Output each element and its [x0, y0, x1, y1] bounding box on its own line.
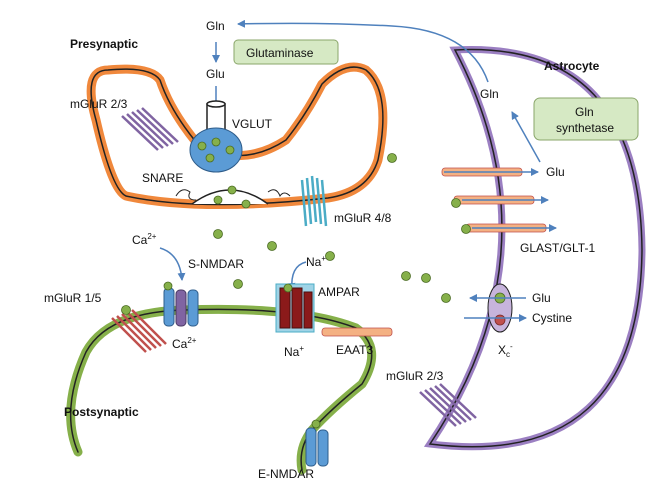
mglur48-label: mGluR 4/8 — [334, 211, 392, 225]
glu-top-label: Glu — [206, 67, 225, 81]
ca-influx-arrow — [159, 247, 186, 281]
gln-synthetase-box — [533, 97, 639, 141]
glutaminase-box — [233, 39, 339, 65]
gln-synthetase-label-1: Gln — [575, 105, 594, 119]
postsynaptic-label: Postsynaptic — [64, 405, 139, 419]
snare-complex-right — [267, 189, 291, 198]
eaat3-label: EAAT3 — [336, 343, 373, 357]
mglur23-bottom-receptor — [419, 383, 477, 427]
ca-top-label: Ca2+ — [132, 232, 157, 247]
glast-glt1-transporters — [441, 167, 557, 234]
ca-bottom-label: Ca2+ — [172, 336, 197, 351]
ampar-receptor — [275, 283, 315, 333]
gln-astrocyte-label: Gln — [480, 87, 499, 101]
cystine-label: Cystine — [532, 311, 572, 325]
glu-glast-label: Glu — [546, 165, 565, 179]
ampar-label: AMPAR — [318, 285, 360, 299]
mglur23-top-receptor — [121, 107, 179, 151]
na-top-label: Na+ — [306, 254, 326, 269]
mglur48-receptor — [300, 175, 328, 227]
snare-complex-left — [175, 189, 197, 201]
eaat3-transporter — [321, 327, 393, 337]
glu-to-gln-arrow — [511, 111, 541, 163]
snare-label: SNARE — [142, 171, 183, 185]
presynaptic-membrane — [86, 62, 388, 210]
mglur23-bottom-label: mGluR 2/3 — [386, 369, 444, 383]
synaptic-vesicle — [189, 127, 243, 173]
gln-transfer-arrow — [237, 19, 489, 83]
presynaptic-label: Presynaptic — [70, 37, 138, 51]
glast-label: GLAST/GLT-1 — [520, 241, 595, 255]
xc-antiporter — [487, 283, 513, 333]
extracellular-glutamate — [213, 153, 451, 303]
gln-synthetase-label-2: synthetase — [556, 121, 614, 135]
na-bottom-label: Na+ — [284, 344, 304, 359]
mglur23-top-label: mGluR 2/3 — [70, 97, 128, 111]
glutaminase-label: Glutaminase — [246, 46, 314, 60]
xc-label: Xc- — [498, 342, 513, 359]
mglur15-receptor — [111, 309, 167, 353]
vglut-label: VGLUT — [232, 117, 273, 131]
glu-xc-label: Glu — [532, 291, 551, 305]
enmdar-label: E-NMDAR — [258, 467, 314, 481]
astrocyte-label: Astrocyte — [544, 59, 600, 73]
snmdar-label: S-NMDAR — [188, 257, 244, 271]
mglur15-label: mGluR 1/5 — [44, 291, 102, 305]
gln-top-label: Gln — [206, 19, 225, 33]
snmdar-receptor — [163, 281, 199, 327]
enmdar-receptor — [305, 419, 329, 467]
